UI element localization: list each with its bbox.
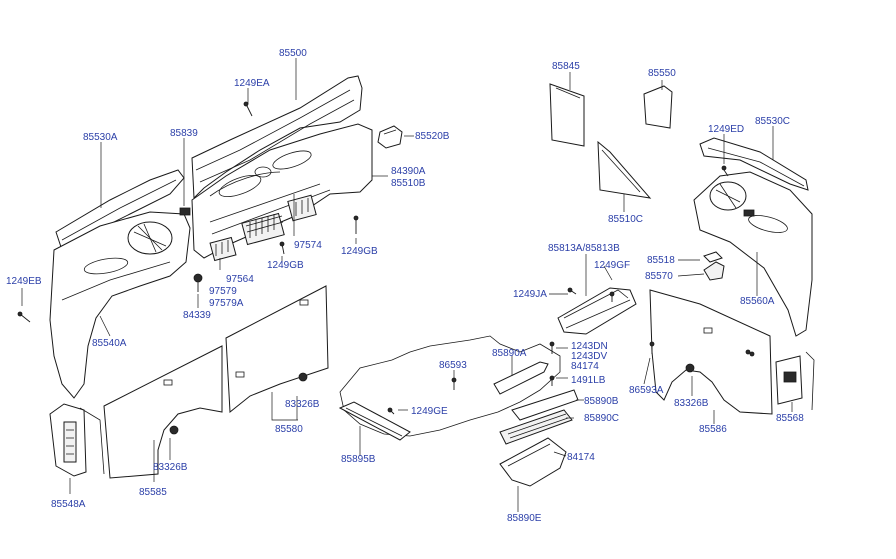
callout-86593A: 86593A: [629, 385, 664, 396]
callout-85890C: 85890C: [584, 413, 619, 424]
callout-1249GF: 1249GF: [594, 260, 630, 271]
part-85570-piece: [703, 261, 725, 281]
callout-97574: 97574: [294, 240, 322, 251]
part-85586-panel: [649, 289, 773, 415]
callout-83326B-a: 83326B: [285, 399, 320, 410]
callout-84339: 84339: [183, 310, 211, 321]
part-85585-lower-panel: [103, 345, 223, 479]
callout-85585: 85585: [139, 487, 167, 498]
callout-1243DN: 1243DN: [571, 341, 608, 352]
part-85839-bracket: [179, 207, 191, 216]
part-85530C-trim: [699, 137, 809, 191]
part-85568-unit: [775, 351, 815, 411]
part-85580-door-panel: [225, 285, 329, 413]
callout-84174-a: 84174: [571, 361, 599, 372]
part-97574-grille: [287, 194, 317, 222]
callout-83326B-b: 83326B: [153, 462, 188, 473]
fastener-1249EB: [17, 311, 31, 323]
callout-85570: 85570: [645, 271, 673, 282]
callout-1249GE: 1249GE: [411, 406, 448, 417]
callout-85586: 85586: [699, 424, 727, 435]
callout-1249GB-b: 1249GB: [341, 246, 378, 257]
callout-84390A: 84390A: [391, 166, 426, 177]
callout-85895B: 85895B: [341, 454, 376, 465]
callout-85530C: 85530C: [755, 116, 790, 127]
callout-1249ED: 1249ED: [708, 124, 744, 135]
callout-1243DV: 1243DV: [571, 351, 607, 362]
callout-97579A: 97579A: [209, 298, 244, 309]
callout-86593: 86593: [439, 360, 467, 371]
callout-85845: 85845: [552, 61, 580, 72]
callout-1249EB: 1249EB: [6, 276, 42, 287]
callout-85548A: 85548A: [51, 499, 86, 510]
callout-85890A: 85890A: [492, 348, 527, 359]
fastener-1249ED: [721, 165, 729, 177]
part-85890C-step: [499, 409, 573, 445]
fastener-1243DN: [549, 341, 555, 354]
fastener-1491LB: [549, 375, 555, 386]
fastener-1249EA: [243, 101, 253, 117]
fastener-1249GF: [609, 291, 615, 302]
callout-85813A-85813B: 85813A/85813B: [548, 243, 620, 254]
callout-85560A: 85560A: [740, 296, 775, 307]
callout-85580: 85580: [275, 424, 303, 435]
fastener-1249JA: [567, 287, 577, 295]
callout-84174-b: 84174: [567, 452, 595, 463]
part-97564-grille: [241, 212, 285, 246]
part-85560A-wheel-trim: [693, 171, 813, 337]
callout-85518: 85518: [647, 255, 675, 266]
callout-1491LB: 1491LB: [571, 375, 606, 386]
part-85890E-plate: [499, 437, 567, 487]
part-85540A-wheel-trim: [49, 211, 191, 399]
callout-1249GB-a: 1249GB: [267, 260, 304, 271]
fastener-84339: [193, 273, 203, 292]
part-85548A-insert: [49, 403, 105, 477]
callout-85890B: 85890B: [584, 396, 619, 407]
callout-85510C: 85510C: [608, 214, 643, 225]
fastener-1249GB-b: [353, 215, 359, 234]
callout-85530A: 85530A: [83, 132, 118, 143]
part-97579-grille: [209, 236, 237, 262]
callout-85520B: 85520B: [415, 131, 450, 142]
fastener-1249GE: [387, 407, 395, 415]
callout-85839: 85839: [170, 128, 198, 139]
part-85520B-clip: [377, 125, 403, 149]
part-85518-piece: [703, 251, 723, 263]
fastener-1249GB-a: [279, 241, 285, 255]
callout-97564: 97564: [226, 274, 254, 285]
callout-1249EA: 1249EA: [234, 78, 270, 89]
callout-labels: 85500 1249EA 85530A 85839 85520B 84390A …: [6, 48, 804, 524]
callout-1249JA: 1249JA: [513, 289, 547, 300]
part-85550-pad: [643, 85, 673, 129]
callout-85510B: 85510B: [391, 178, 426, 189]
part-85890A-strip: [493, 361, 549, 395]
leader-lines: [21, 58, 793, 512]
callout-83326B-c: 83326B: [674, 398, 709, 409]
part-85510C-trim: [597, 140, 652, 199]
callout-97579: 97579: [209, 286, 237, 297]
fastener-86593A: [649, 341, 655, 354]
part-85895B-sill: [338, 401, 411, 441]
fastener-86593: [451, 377, 457, 390]
part-85510B-quarter-panel: [191, 123, 373, 259]
part-85813-box: [557, 287, 637, 335]
callout-85540A: 85540A: [92, 338, 127, 349]
callout-85568: 85568: [776, 413, 804, 424]
callout-85550: 85550: [648, 68, 676, 79]
callout-85500: 85500: [279, 48, 307, 59]
callout-85890E: 85890E: [507, 513, 542, 524]
part-85845-board: [549, 83, 585, 147]
part-85500-upper-trim: [191, 75, 363, 200]
